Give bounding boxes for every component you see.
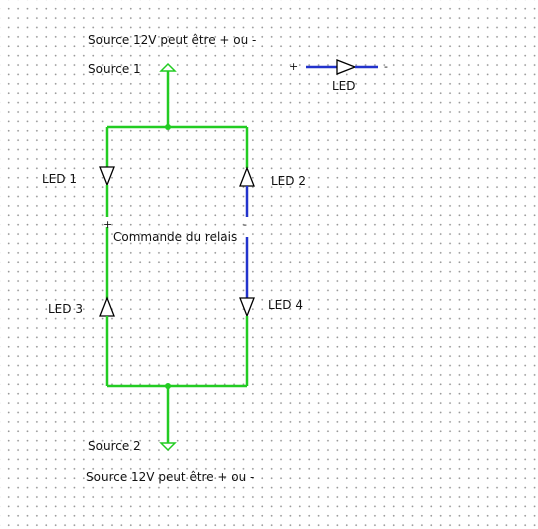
top-junction-dot — [165, 124, 171, 130]
bottom-note: Source 12V peut être + ou - — [86, 470, 255, 484]
led4-symbol[interactable] — [239, 297, 255, 318]
node-minus-sign: - — [243, 218, 247, 231]
top-note: Source 12V peut être + ou - — [88, 33, 257, 47]
led3-label: LED 3 — [48, 302, 83, 316]
led1-label: LED 1 — [42, 172, 77, 186]
legend-minus-sign: - — [384, 60, 388, 73]
source2-terminal[interactable] — [159, 442, 177, 452]
node-plus-sign: + — [103, 218, 113, 231]
source2-label: Source 2 — [88, 439, 141, 453]
legend-plus-sign: + — [289, 60, 299, 73]
led3-symbol[interactable] — [99, 296, 115, 317]
led2-symbol[interactable] — [239, 166, 255, 187]
legend-led-label: LED — [332, 79, 356, 93]
legend-led-symbol — [336, 59, 357, 75]
command-relay-label: Commande du relais — [113, 230, 238, 244]
led2-label: LED 2 — [271, 174, 306, 188]
led1-symbol[interactable] — [99, 166, 115, 187]
led4-label: LED 4 — [268, 298, 303, 312]
source1-terminal[interactable] — [159, 62, 177, 72]
source1-label: Source 1 — [88, 62, 141, 76]
